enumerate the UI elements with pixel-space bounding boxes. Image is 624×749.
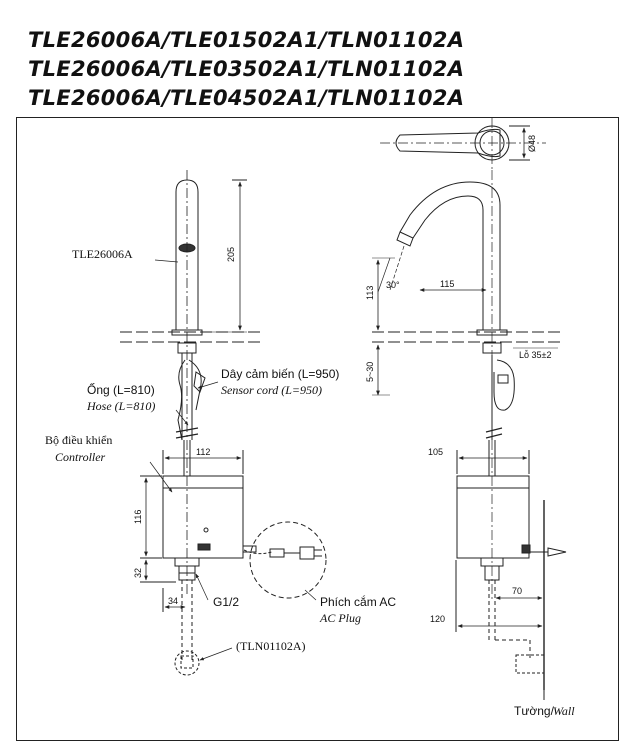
label-valve-model: (TLN01102A) — [236, 639, 306, 653]
label-sensor-cord-en: Sensor cord (L=950) — [221, 383, 322, 397]
label-hose-en: Hose (L=810) — [86, 399, 155, 413]
model-title-3: TLE26006A/TLE04502A1/TLN01102A — [28, 86, 465, 110]
model-title-1: TLE26006A/TLE01502A1/TLN01102A — [28, 28, 465, 52]
dim-side-width: 105 — [428, 447, 443, 457]
dim-fitting-height: 32 — [133, 568, 143, 578]
label-hole: Lỗ 35±2 — [519, 350, 551, 360]
label-ac-plug-en: AC Plug — [319, 611, 361, 625]
dim-controller-height: 116 — [133, 510, 143, 524]
front-view — [120, 170, 327, 676]
side-view — [372, 118, 567, 700]
dim-diameter: Ø48 — [527, 135, 537, 152]
label-ac-plug-vi: Phích cắm AC — [320, 594, 396, 609]
dim-wall-offset-120: 120 — [430, 614, 445, 624]
label-wall-en: Wall — [553, 704, 575, 718]
controller-box — [162, 475, 244, 559]
dim-fitting-offset: 34 — [168, 596, 178, 606]
drawing-frame — [16, 117, 619, 741]
model-title-2: TLE26006A/TLE03502A1/TLN01102A — [28, 57, 465, 81]
label-thread: G1/2 — [213, 595, 239, 609]
dim-controller-width: 112 — [196, 447, 210, 457]
label-faucet-model: TLE26006A — [72, 247, 133, 261]
label-controller-vi: Bộ điều khiển — [45, 433, 112, 447]
label-hose-vi: Ống (L=810) — [87, 382, 155, 397]
dim-spout-reach: 115 — [440, 279, 454, 289]
label-wall-vi: Tường/ — [514, 704, 555, 718]
dim-spout-angle: 30° — [386, 280, 400, 290]
dim-spout-height: 205 — [226, 247, 236, 262]
dim-outlet-height: 113 — [365, 286, 375, 300]
label-controller-en: Controller — [55, 450, 106, 464]
dim-counter-thickness: 5~30 — [365, 362, 375, 382]
dim-wall-offset-70: 70 — [512, 586, 522, 596]
label-sensor-cord-vi: Dây cảm biến (L=950) — [221, 367, 339, 381]
